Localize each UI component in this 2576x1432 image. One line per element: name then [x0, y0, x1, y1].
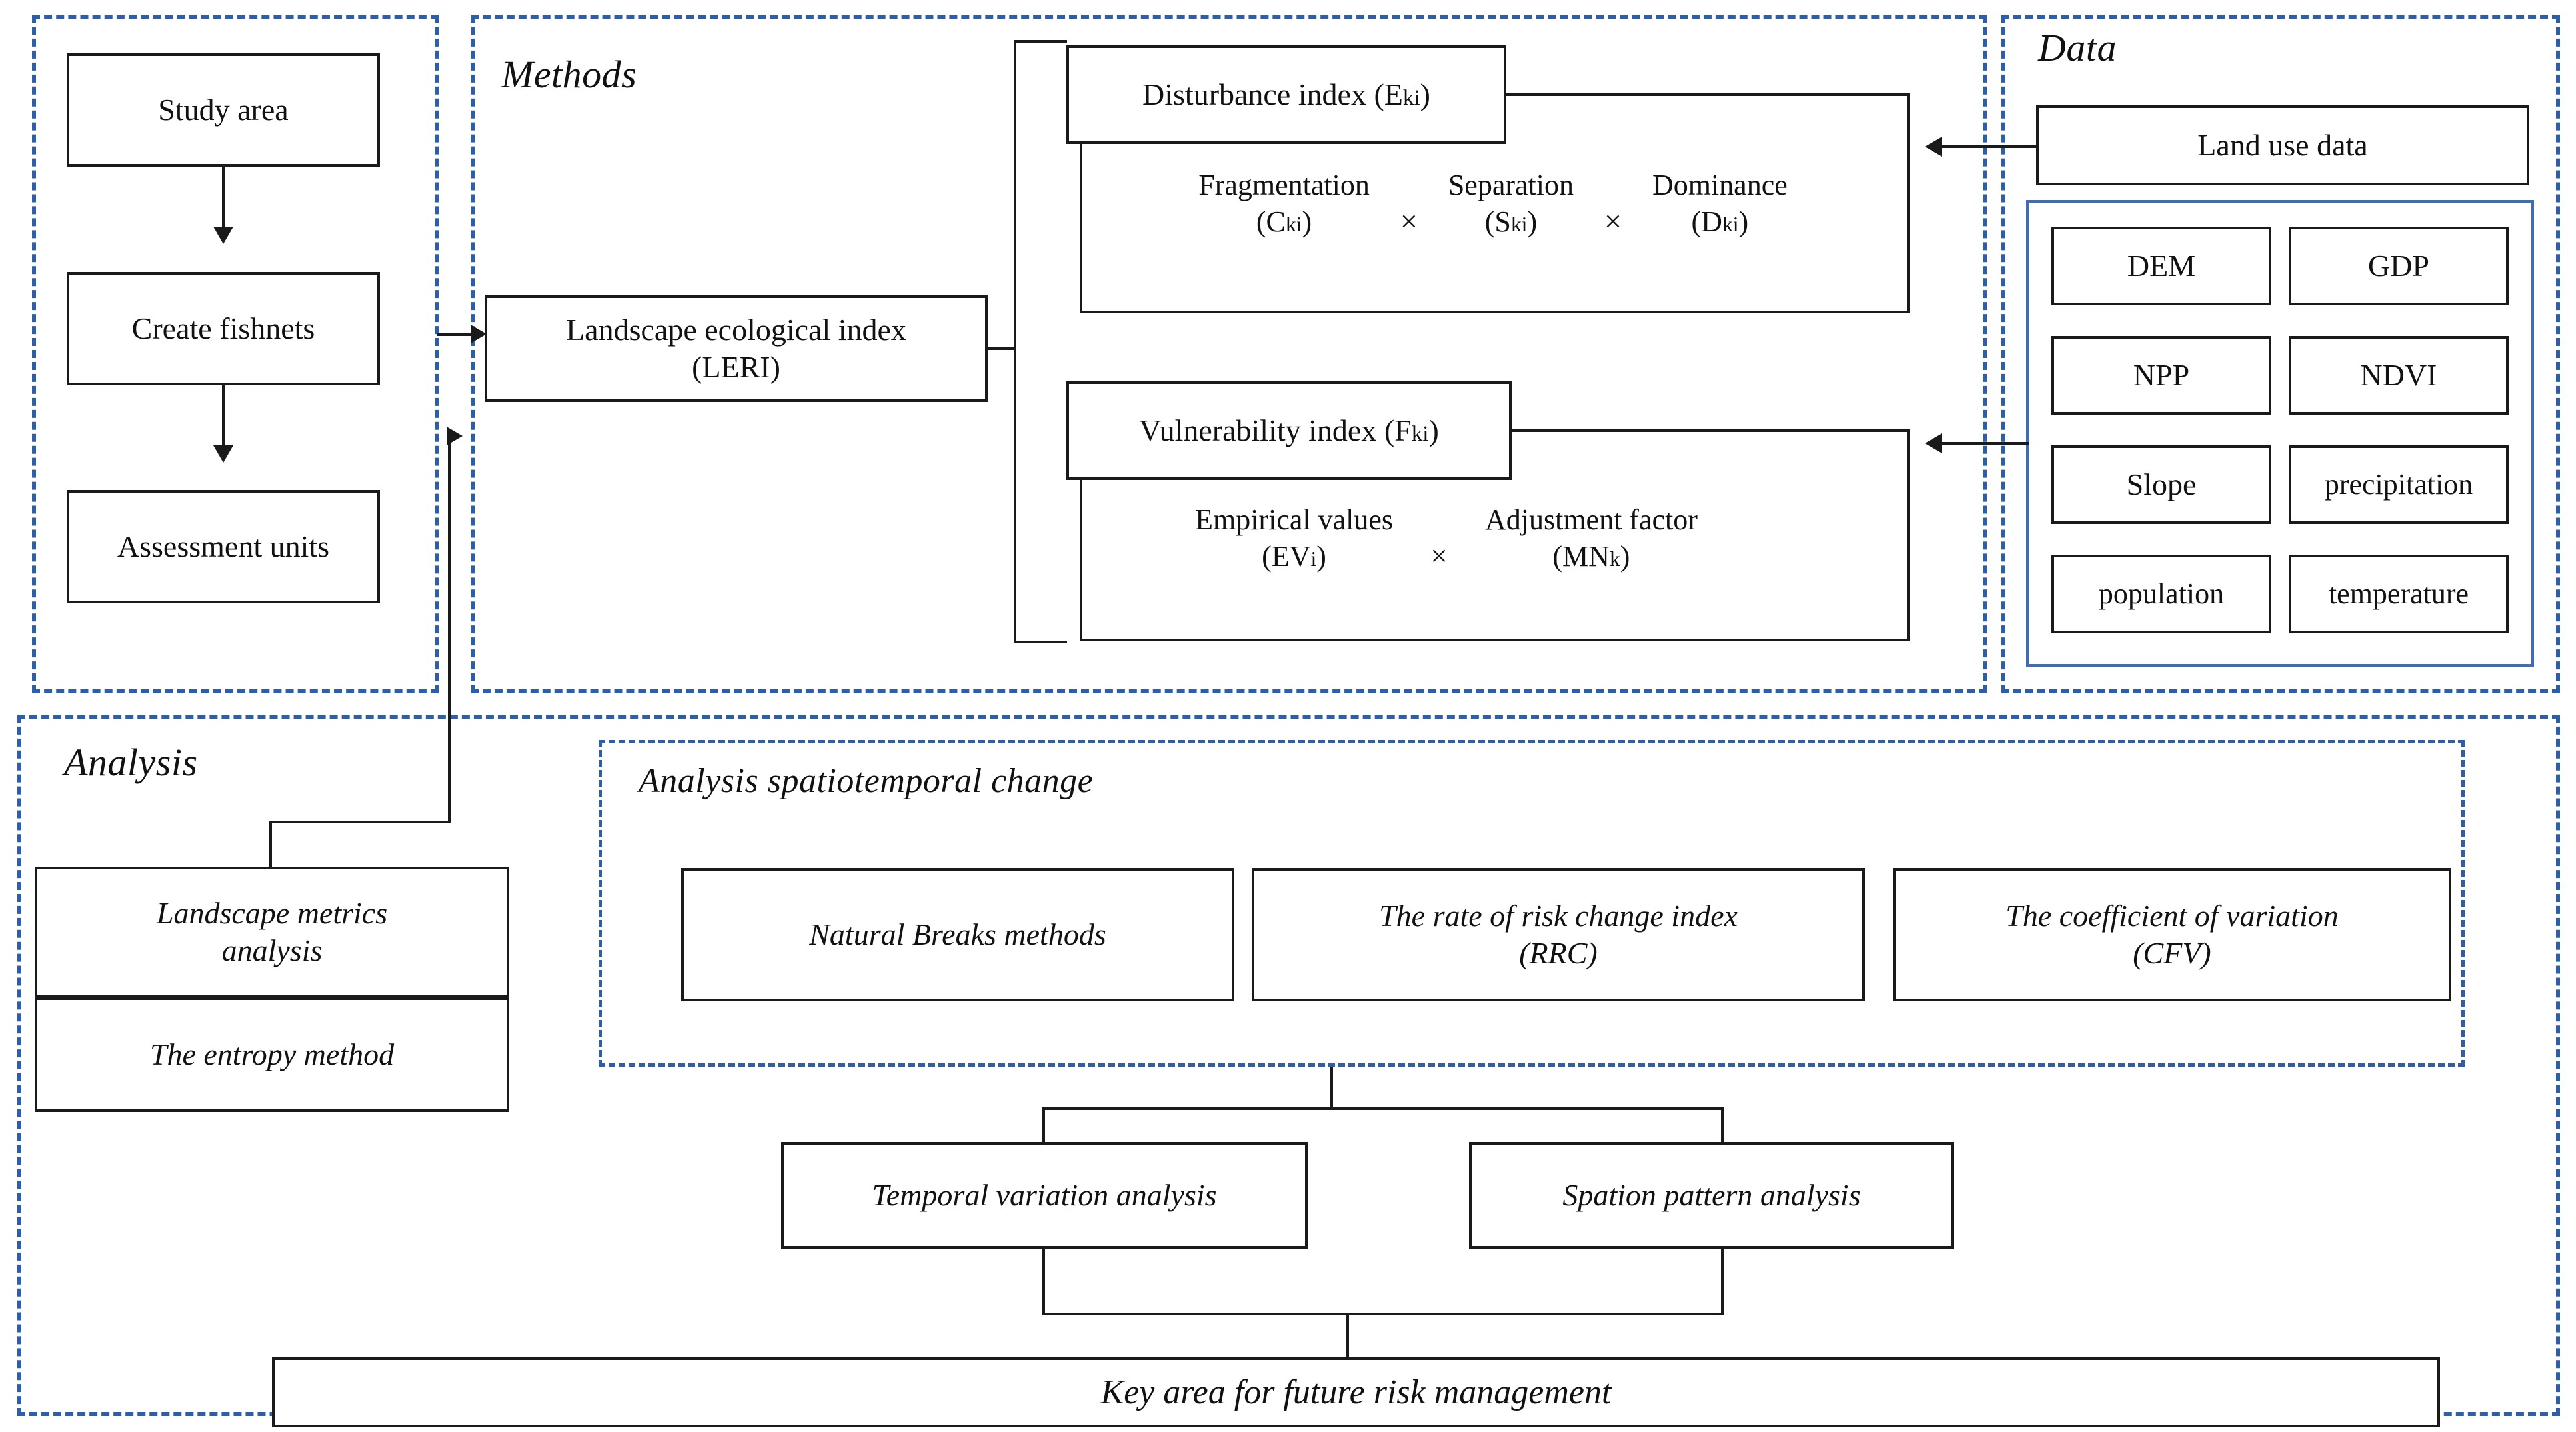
- panel-spatiotemporal-title: Analysis spatiotemporal change: [639, 762, 1094, 800]
- box-data-ndvi-label: NDVI: [2360, 357, 2437, 392]
- box-entropy-method-label: The entropy method: [149, 1037, 395, 1071]
- box-data-precipitation-label: precipitation: [2324, 468, 2473, 501]
- box-cfv-line2: (CFV): [2133, 936, 2211, 970]
- panel-data-title: Data: [2038, 26, 2117, 69]
- box-cfv-line1: The coefficient of variation: [2005, 898, 2339, 933]
- box-leri-line2: (LERI): [692, 350, 780, 384]
- box-landscape-metrics-analysis[interactable]: Landscape metrics analysis: [35, 867, 509, 997]
- box-data-dem[interactable]: DEM: [2051, 227, 2271, 305]
- connector-units-to-leri: [437, 333, 476, 336]
- connector-landuse-to-disturbance: [1939, 145, 2038, 148]
- box-vulnerability-index-label: Vulnerability index (Fki): [1139, 413, 1439, 447]
- box-data-gdp[interactable]: GDP: [2289, 227, 2509, 305]
- panel-data: [2001, 15, 2560, 693]
- box-create-fishnets[interactable]: Create fishnets: [67, 272, 380, 385]
- box-landscape-metrics-line2: analysis: [221, 933, 323, 967]
- box-assessment-units[interactable]: Assessment units: [67, 490, 380, 603]
- box-data-dem-label: DEM: [2127, 248, 2196, 283]
- box-data-slope-label: Slope: [2126, 467, 2197, 501]
- box-landscape-metrics-line1: Landscape metrics: [156, 895, 388, 930]
- connector-split-top: [1042, 1107, 1724, 1110]
- connector-split-left-down: [1042, 1107, 1045, 1142]
- disturbance-terms-row: Fragmentation (Cki) × Separation (Ski) ×…: [1093, 167, 1893, 240]
- connector-datagrid-to-vulnerability: [1939, 442, 2029, 445]
- box-land-use-data[interactable]: Land use data: [2036, 105, 2529, 185]
- box-disturbance-index-label: Disturbance index (Eki): [1142, 77, 1430, 111]
- connector-fishnets-to-units: [222, 385, 225, 459]
- box-natural-breaks-line1: Natural Breaks methods: [809, 917, 1106, 951]
- box-data-temperature[interactable]: temperature: [2289, 555, 2509, 633]
- term-separation: Separation (Ski): [1448, 169, 1574, 238]
- connector-metrics-down-vertical: [269, 821, 272, 867]
- box-data-population-label: population: [2098, 577, 2225, 611]
- box-data-npp[interactable]: NPP: [2051, 336, 2271, 415]
- connector-spatiotemporal-down: [1330, 1067, 1333, 1110]
- term-dominance: Dominance (Dki): [1652, 169, 1788, 238]
- connector-leri-to-bracket: [988, 347, 1016, 350]
- box-entropy-method[interactable]: The entropy method: [35, 997, 509, 1112]
- term-fragmentation: Fragmentation (Cki): [1198, 169, 1370, 238]
- connector-temporal-down: [1042, 1249, 1045, 1315]
- box-create-fishnets-label: Create fishnets: [131, 311, 315, 345]
- box-data-slope[interactable]: Slope: [2051, 445, 2271, 524]
- vulnerability-terms-row: Empirical values (EVi) × Adjustment fact…: [1093, 501, 1800, 575]
- box-key-area-conclusion[interactable]: Key area for future risk management: [272, 1357, 2440, 1427]
- term-adjustment-factor: Adjustment factor (MNk): [1484, 503, 1698, 573]
- panel-analysis-title: Analysis: [64, 741, 198, 784]
- box-land-use-data-label: Land use data: [2197, 127, 2368, 162]
- box-spation-pattern-analysis[interactable]: Spation pattern analysis: [1469, 1142, 1954, 1249]
- connector-spation-down: [1721, 1249, 1724, 1315]
- box-vulnerability-index[interactable]: Vulnerability index (Fki): [1066, 381, 1512, 480]
- operator-times-1: ×: [1400, 204, 1418, 238]
- box-data-temperature-label: temperature: [2328, 577, 2469, 611]
- box-key-area-label: Key area for future risk management: [1100, 1373, 1612, 1411]
- box-assessment-units-label: Assessment units: [117, 529, 330, 563]
- operator-times-2: ×: [1604, 204, 1622, 238]
- connector-merge-bottom: [1042, 1313, 1724, 1315]
- arrow-landuse-to-disturbance: [1925, 137, 1942, 157]
- connector-merge-to-conclusion: [1346, 1313, 1349, 1359]
- box-rrc-line1: The rate of risk change index: [1379, 898, 1738, 933]
- arrow-metrics-to-leri: [447, 427, 463, 445]
- box-natural-breaks-methods[interactable]: Natural Breaks methods: [681, 868, 1234, 1001]
- term-empirical-values: Empirical values (EVi): [1195, 503, 1394, 573]
- box-data-ndvi[interactable]: NDVI: [2289, 336, 2509, 415]
- arrow-datagrid-to-vulnerability: [1925, 433, 1942, 453]
- box-data-precipitation[interactable]: precipitation: [2289, 445, 2509, 524]
- box-spation-pattern-label: Spation pattern analysis: [1562, 1177, 1861, 1212]
- bracket-leri-split: [1014, 40, 1067, 643]
- panel-spatiotemporal: [599, 740, 2465, 1067]
- box-study-area-label: Study area: [158, 92, 289, 127]
- box-coefficient-of-variation[interactable]: The coefficient of variation (CFV): [1893, 868, 2451, 1001]
- box-data-npp-label: NPP: [2133, 357, 2190, 392]
- connector-study-to-fishnets: [222, 167, 225, 240]
- box-rate-of-risk-change-index[interactable]: The rate of risk change index (RRC): [1252, 868, 1865, 1001]
- box-leri-line1: Landscape ecological index: [566, 312, 906, 347]
- arrow-into-leri: [471, 325, 487, 343]
- panel-methods-title: Methods: [501, 53, 637, 96]
- operator-times-3: ×: [1430, 539, 1448, 573]
- box-data-gdp-label: GDP: [2367, 248, 2430, 283]
- panel-preparation: [32, 15, 439, 693]
- arrow-fishnets-to-units: [213, 445, 233, 463]
- box-rrc-line2: (RRC): [1519, 936, 1598, 970]
- arrow-study-to-fishnets: [213, 227, 233, 244]
- connector-metrics-up-vertical: [448, 437, 451, 823]
- box-data-population[interactable]: population: [2051, 555, 2271, 633]
- box-temporal-variation-analysis[interactable]: Temporal variation analysis: [781, 1142, 1308, 1249]
- box-study-area[interactable]: Study area: [67, 53, 380, 167]
- box-leri[interactable]: Landscape ecological index (LERI): [485, 295, 988, 402]
- box-temporal-variation-label: Temporal variation analysis: [872, 1177, 1217, 1212]
- connector-metrics-horizontal: [269, 821, 451, 823]
- panel-methods: [471, 15, 1987, 693]
- box-disturbance-index[interactable]: Disturbance index (Eki): [1066, 45, 1506, 144]
